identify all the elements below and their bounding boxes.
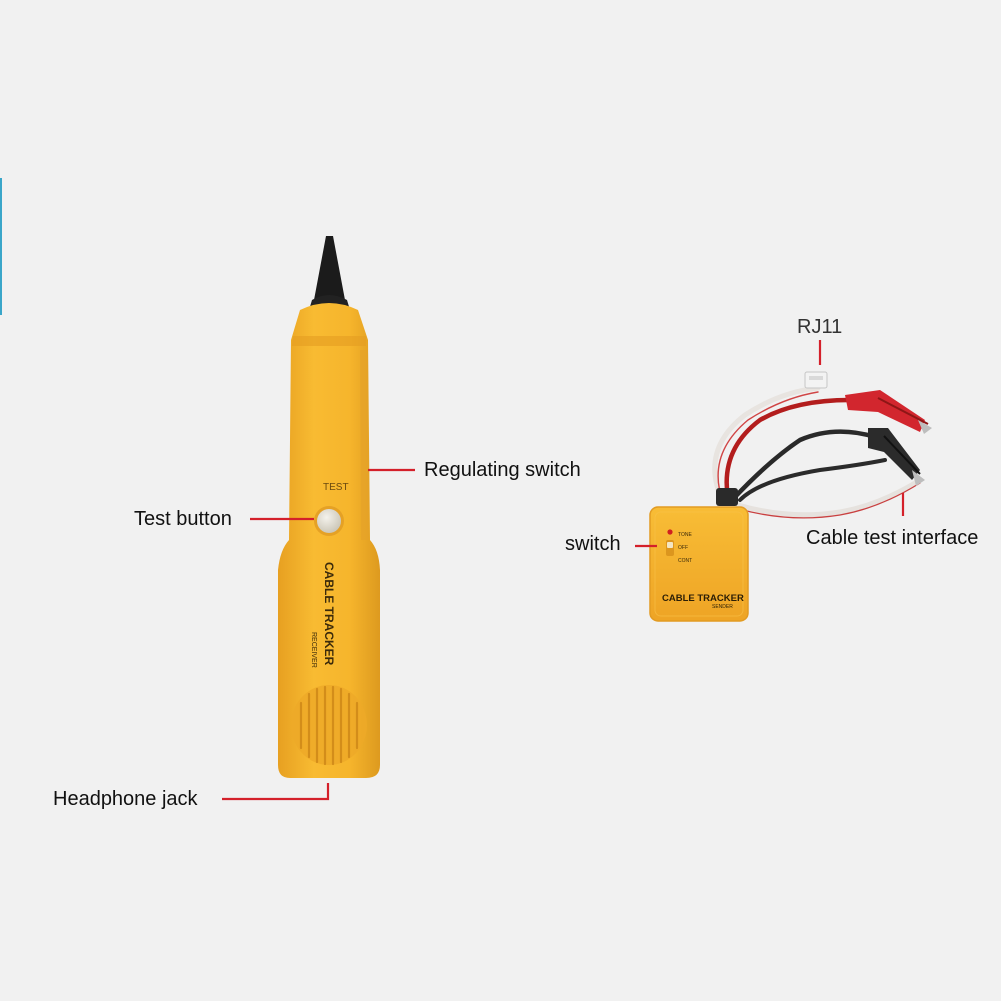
leader-headphone-jack: [222, 783, 330, 801]
alligator-clip-red: [845, 390, 932, 434]
left-accent-bar: [0, 178, 2, 315]
sender-mode-tone: TONE: [678, 532, 692, 538]
leader-lines: [222, 340, 905, 801]
probe-antenna-tip: [314, 236, 345, 300]
receiver-probe: TEST CABLE TRACKER RECEIVER: [278, 236, 380, 778]
sender-led: [667, 529, 673, 535]
sender-cables: [712, 385, 923, 519]
label-cable-test-interface: Cable test interface: [806, 527, 979, 549]
receiver-brand-text: CABLE TRACKER: [322, 562, 336, 666]
label-regulating-switch: Regulating switch: [424, 459, 581, 481]
label-headphone-jack: Headphone jack: [53, 788, 198, 810]
sender-model-text: SENDER: [712, 604, 733, 610]
receiver-test-label: TEST: [323, 482, 349, 493]
sender-mode-off: OFF: [678, 545, 688, 551]
sender-cable-grommet: [716, 488, 738, 506]
sender-box: [649, 506, 749, 622]
speaker-slots: [299, 685, 359, 766]
receiver-model-text: RECEIVER: [310, 632, 317, 668]
sender-unit: TONE OFF CONT CABLE TRACKER SENDER: [649, 488, 749, 622]
sender-mode-cont: CONT: [678, 558, 692, 564]
label-rj11: RJ11: [797, 316, 843, 338]
probe-body: [278, 303, 380, 778]
test-button-knob: [317, 509, 341, 533]
label-switch: switch: [565, 533, 621, 555]
speaker-grille: [291, 685, 367, 765]
sender-brand-text: CABLE TRACKER: [662, 593, 744, 604]
alligator-clip-black: [868, 428, 925, 486]
label-test-button: Test button: [134, 508, 232, 530]
rj11-plug: [804, 371, 828, 389]
